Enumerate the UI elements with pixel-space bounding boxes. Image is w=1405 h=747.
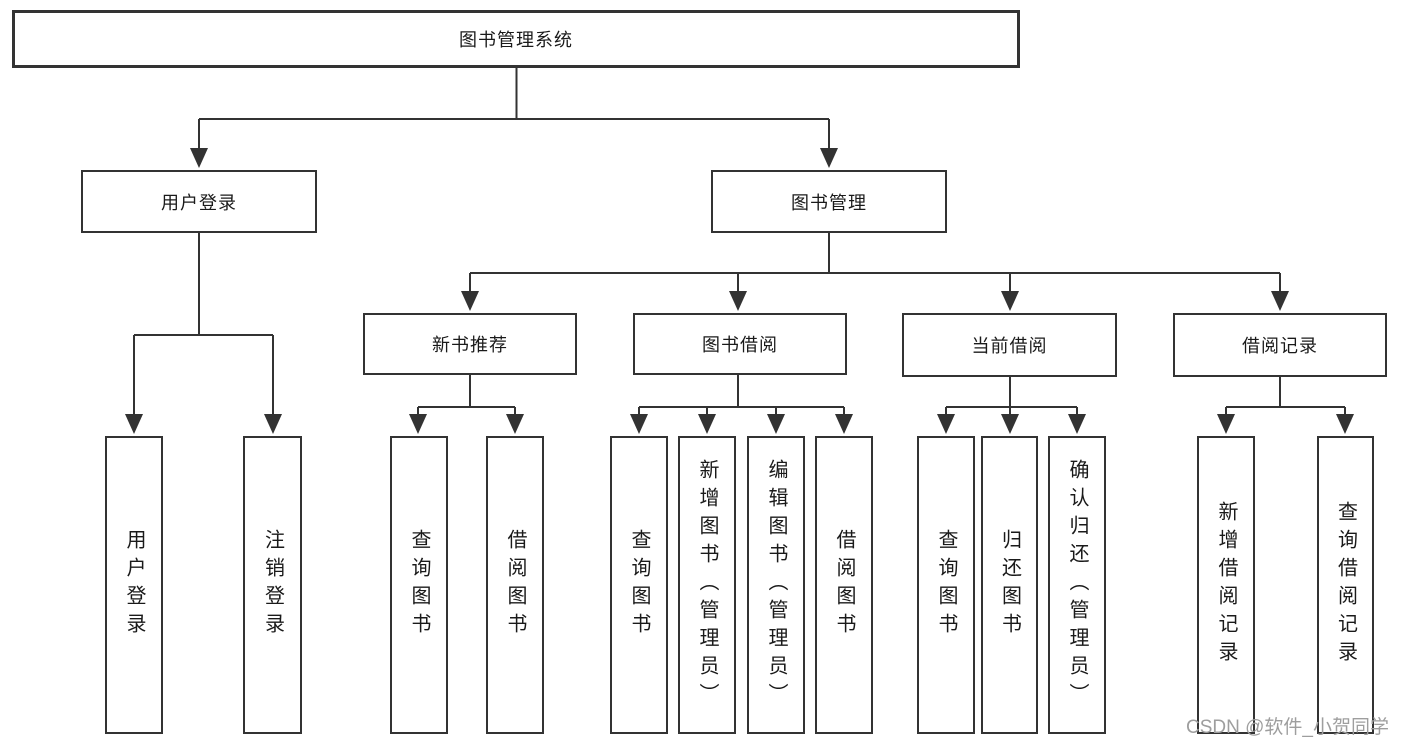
- leaf-cb-return-books-label: 归还图书: [998, 529, 1021, 641]
- leaf-br-query-record-label: 查询借阅记录: [1334, 501, 1357, 669]
- leaf-cb-confirm-return-admin-label: 确认归还（管理员）: [1066, 459, 1088, 711]
- leaf-cb-confirm-return-admin: 确认归还（管理员）: [1048, 436, 1106, 734]
- leaf-br-query-record: 查询借阅记录: [1317, 436, 1374, 734]
- leaf-cb-query-books: 查询图书: [917, 436, 975, 734]
- connector-current-borrow-children: [937, 377, 1086, 434]
- connector-new-book-recommend-children: [409, 375, 524, 434]
- csdn-watermark: CSDN @软件_小贺同学: [1186, 717, 1389, 738]
- leaf-bb-query-books: 查询图书: [610, 436, 668, 734]
- leaf-bb-add-books-admin: 新增图书（管理员）: [678, 436, 736, 734]
- leaf-logout-label: 注销登录: [261, 529, 284, 641]
- leaf-nbr-borrow-books-label: 借阅图书: [504, 529, 526, 641]
- leaf-nbr-query-books: 查询图书: [390, 436, 448, 734]
- connector-borrow-records-children: [1217, 377, 1354, 434]
- node-library-system: 图书管理系统: [12, 10, 1020, 68]
- leaf-nbr-borrow-books: 借阅图书: [486, 436, 544, 734]
- connector-user-login-children: [125, 233, 282, 434]
- leaf-br-add-record-label: 新增借阅记录: [1215, 501, 1237, 669]
- leaf-bb-borrow-books-label: 借阅图书: [833, 529, 855, 641]
- node-book-borrow: 图书借阅: [633, 313, 847, 375]
- node-borrow-records: 借阅记录: [1173, 313, 1387, 377]
- node-user-login: 用户登录: [81, 170, 317, 233]
- leaf-nbr-query-books-label: 查询图书: [408, 529, 430, 641]
- leaf-bb-borrow-books: 借阅图书: [815, 436, 873, 734]
- leaf-cb-return-books: 归还图书: [981, 436, 1038, 734]
- leaf-user-login: 用户登录: [105, 436, 163, 734]
- connector-book-borrow-children: [630, 375, 853, 434]
- leaf-logout: 注销登录: [243, 436, 302, 734]
- node-book-management: 图书管理: [711, 170, 947, 233]
- leaf-br-add-record: 新增借阅记录: [1197, 436, 1255, 734]
- node-current-borrow: 当前借阅: [902, 313, 1117, 377]
- connector-root-to-level2: [190, 68, 838, 168]
- leaf-bb-edit-books-admin: 编辑图书（管理员）: [747, 436, 805, 734]
- leaf-bb-query-books-label: 查询图书: [628, 529, 650, 641]
- connector-book-management-children: [461, 233, 1289, 311]
- leaf-bb-edit-books-admin-label: 编辑图书（管理员）: [765, 459, 787, 711]
- leaf-user-login-label: 用户登录: [123, 529, 145, 641]
- leaf-cb-query-books-label: 查询图书: [935, 529, 957, 641]
- leaf-bb-add-books-admin-label: 新增图书（管理员）: [696, 459, 718, 711]
- node-new-book-recommend: 新书推荐: [363, 313, 577, 375]
